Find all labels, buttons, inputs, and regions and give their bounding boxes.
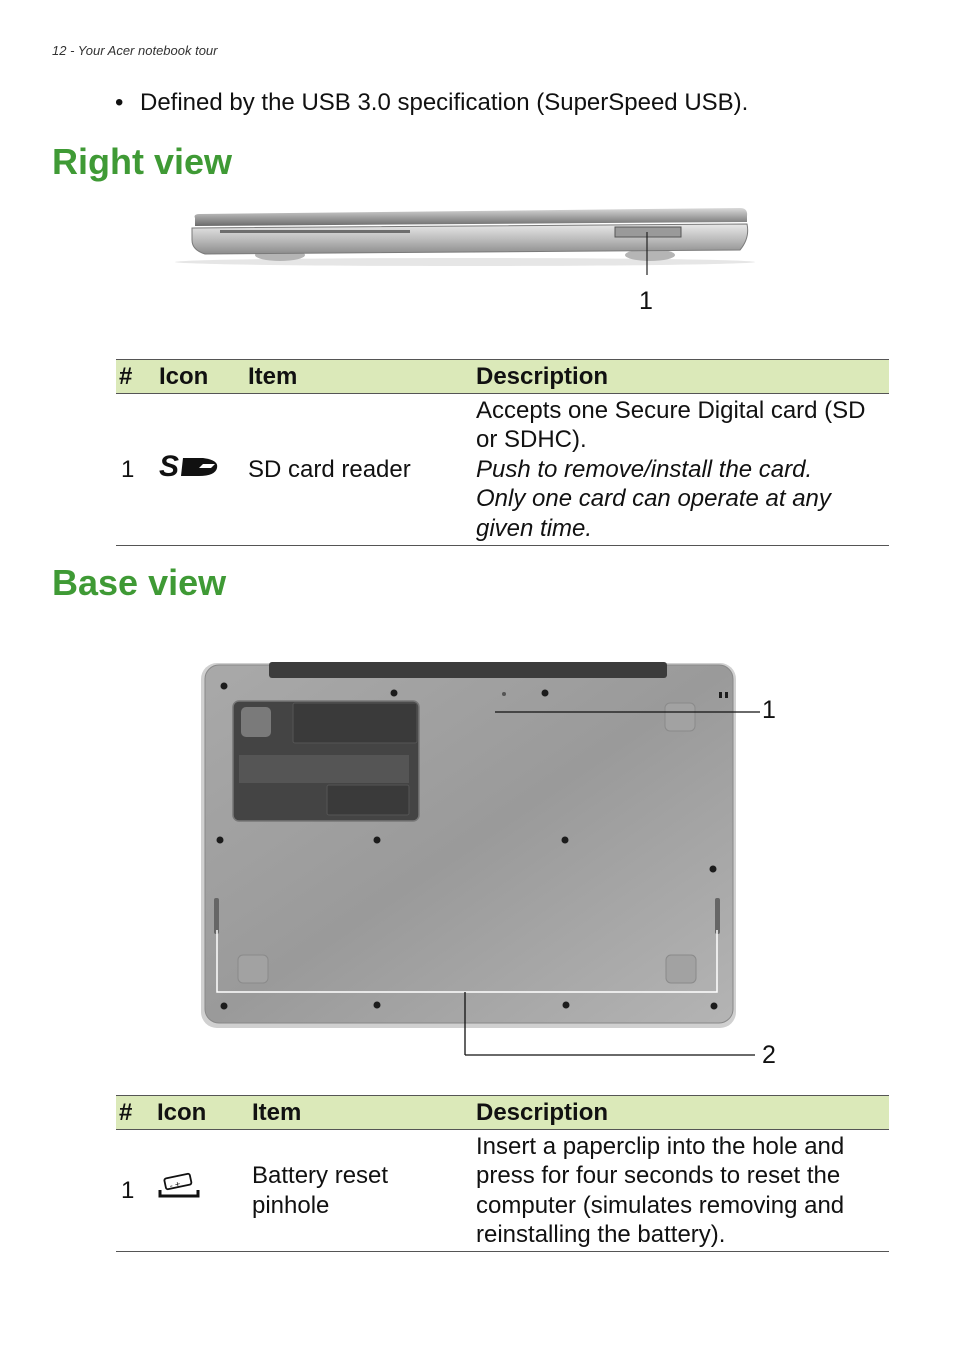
base-view-table: # Icon Item Description 1 - + Battery re… (116, 1095, 889, 1252)
col-header-num: # (116, 359, 159, 394)
col-header-item: Item (248, 359, 476, 394)
item-line: pinhole (252, 1191, 330, 1219)
right-view-callout-1: 1 (639, 287, 653, 315)
col-header-icon: Icon (157, 1095, 252, 1130)
battery-reset-icon: - + (158, 1172, 200, 1198)
page-header: 12 - Your Acer notebook tour (52, 43, 218, 58)
base-view-callout-1: 1 (762, 696, 776, 724)
desc-line: computer (simulates removing and (476, 1191, 845, 1219)
col-header-icon: Icon (159, 359, 248, 394)
row-description: Insert a paperclip into the hole and pre… (476, 1129, 889, 1252)
desc-line: reinstalling the battery). (476, 1221, 726, 1248)
table-header-row: # Icon Item Description (116, 359, 889, 394)
svg-text:- +: - + (169, 1178, 182, 1190)
row-num: 1 (116, 1129, 157, 1252)
base-view-heading: Base view (52, 562, 227, 603)
sd-card-icon: S (159, 450, 218, 483)
col-header-description: Description (476, 1095, 889, 1130)
item-line: Battery reset (252, 1162, 389, 1189)
bullet-dot: • (115, 89, 124, 116)
bullet-item: • Defined by the USB 3.0 specification (S… (115, 89, 748, 117)
base-view-callout-2: 2 (762, 1041, 776, 1069)
desc-line-italic: Push to remove/install the card. (476, 455, 813, 483)
col-header-description: Description (476, 359, 889, 394)
desc-line-italic: Only one card can operate at any (476, 485, 831, 513)
row-item: SD card reader (248, 393, 476, 546)
desc-line: Accepts one Secure Digital card (SD (476, 396, 866, 424)
row-description: Accepts one Secure Digital card (SD or S… (476, 393, 889, 546)
right-view-table: # Icon Item Description 1 S SD card read… (116, 359, 889, 546)
desc-line: press for four seconds to reset the (476, 1162, 841, 1189)
desc-line-italic: given time. (476, 514, 593, 542)
col-header-item: Item (252, 1095, 476, 1130)
row-num: 1 (116, 393, 159, 546)
svg-text:S: S (159, 452, 179, 480)
desc-line: Insert a paperclip into the hole and (476, 1132, 845, 1160)
bullet-text: Defined by the USB 3.0 specification (Su… (140, 89, 749, 116)
right-view-heading: Right view (52, 141, 233, 182)
col-header-num: # (116, 1095, 157, 1130)
desc-line: or SDHC). (476, 426, 587, 454)
row-item: Battery reset pinhole (252, 1129, 476, 1252)
laptop-base-illustration (201, 662, 760, 1056)
table-row: 1 - + Battery reset pinhole Insert a pap… (116, 1129, 889, 1252)
laptop-right-side-illustration (175, 208, 755, 275)
table-row: 1 S SD card reader Accepts one Secure Di… (116, 393, 889, 546)
table-header-row: # Icon Item Description (116, 1095, 889, 1130)
